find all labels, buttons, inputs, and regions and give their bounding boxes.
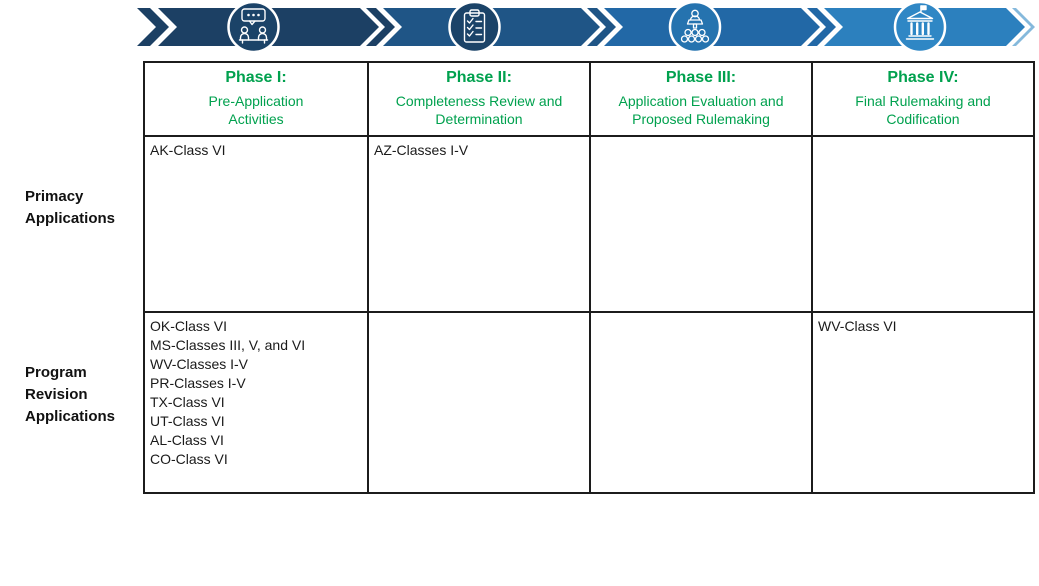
cell-entry: AK-Class VI — [150, 142, 226, 158]
phase-1-title: Phase I: — [225, 69, 287, 86]
primacy-phase-3-cell — [589, 135, 811, 311]
phase-3-title: Phase III: — [665, 69, 737, 86]
program-revision-phase-2-cell — [367, 311, 589, 492]
phase-4-title: Phase IV: — [887, 69, 959, 86]
band-separator-1 — [366, 8, 395, 46]
cell-entry: TX-Class VI — [150, 394, 225, 411]
phase-1-circle — [227, 0, 280, 54]
phase-3-circle — [668, 0, 722, 54]
cell-entry: MS-Classes III, V, and VI — [150, 337, 306, 354]
cell-entry: AL-Class VI — [150, 432, 224, 449]
cell-entry: UT-Class VI — [150, 413, 225, 430]
phase-4-header-cell: Phase IV: Final Rulemaking and Codificat… — [811, 63, 1033, 135]
band-start-chevron — [137, 8, 169, 46]
cell-entry: OK-Class VI — [150, 318, 228, 334]
cell-entry: PR-Classes I-V — [150, 375, 246, 392]
primacy-phase-4-cell — [811, 135, 1033, 311]
checklist-icon — [463, 9, 486, 43]
program-revision-phase-4-cell: WV-Class VI — [811, 311, 1033, 492]
phase-1-header-cell: Phase I: Pre-Application Activities — [145, 63, 367, 135]
primacy-phase-2-cell: AZ-Classes I-V — [367, 135, 589, 311]
row-label-program-revision-applications: Program Revision Applications — [25, 364, 116, 425]
public-hearing-icon — [680, 9, 710, 43]
phase-2-subtitle: Completeness Review and Determination — [395, 93, 563, 127]
phase-2-header-cell: Phase II: Completeness Review and Determ… — [367, 63, 589, 135]
meeting-icon — [238, 8, 269, 44]
band-separator-3 — [807, 8, 836, 46]
phase-1-subtitle: Pre-Application Activities — [208, 93, 304, 127]
phase-3-subtitle: Application Evaluation and Proposed Rule… — [618, 93, 784, 127]
phase-4-subtitle: Final Rulemaking and Codification — [855, 93, 991, 127]
government-building-icon — [905, 5, 935, 40]
phase-2-title: Phase II: — [446, 69, 512, 86]
band-separator-2 — [587, 8, 616, 46]
phase-table: Phase I: Pre-Application Activities Phas… — [143, 61, 1035, 494]
cell-entry: WV-Class VI — [818, 318, 897, 334]
band-tip-outline — [1012, 8, 1035, 46]
cell-entry: CO-Class VI — [150, 451, 228, 468]
phase-timeline — [137, 0, 1035, 54]
phase-2-circle — [448, 0, 501, 54]
row-label-primacy-applications: Primacy Applications — [25, 188, 116, 227]
cell-entry: AZ-Classes I-V — [374, 142, 469, 158]
program-revision-phase-3-cell — [589, 311, 811, 492]
phase-4-circle — [893, 0, 947, 54]
primacy-phase-1-cell: AK-Class VI — [145, 135, 367, 311]
phase-3-header-cell: Phase III: Application Evaluation and Pr… — [589, 63, 811, 135]
program-revision-phase-1-cell: OK-Class VI MS-Classes III, V, and VI WV… — [145, 311, 367, 492]
cell-entry: WV-Classes I-V — [150, 356, 249, 373]
